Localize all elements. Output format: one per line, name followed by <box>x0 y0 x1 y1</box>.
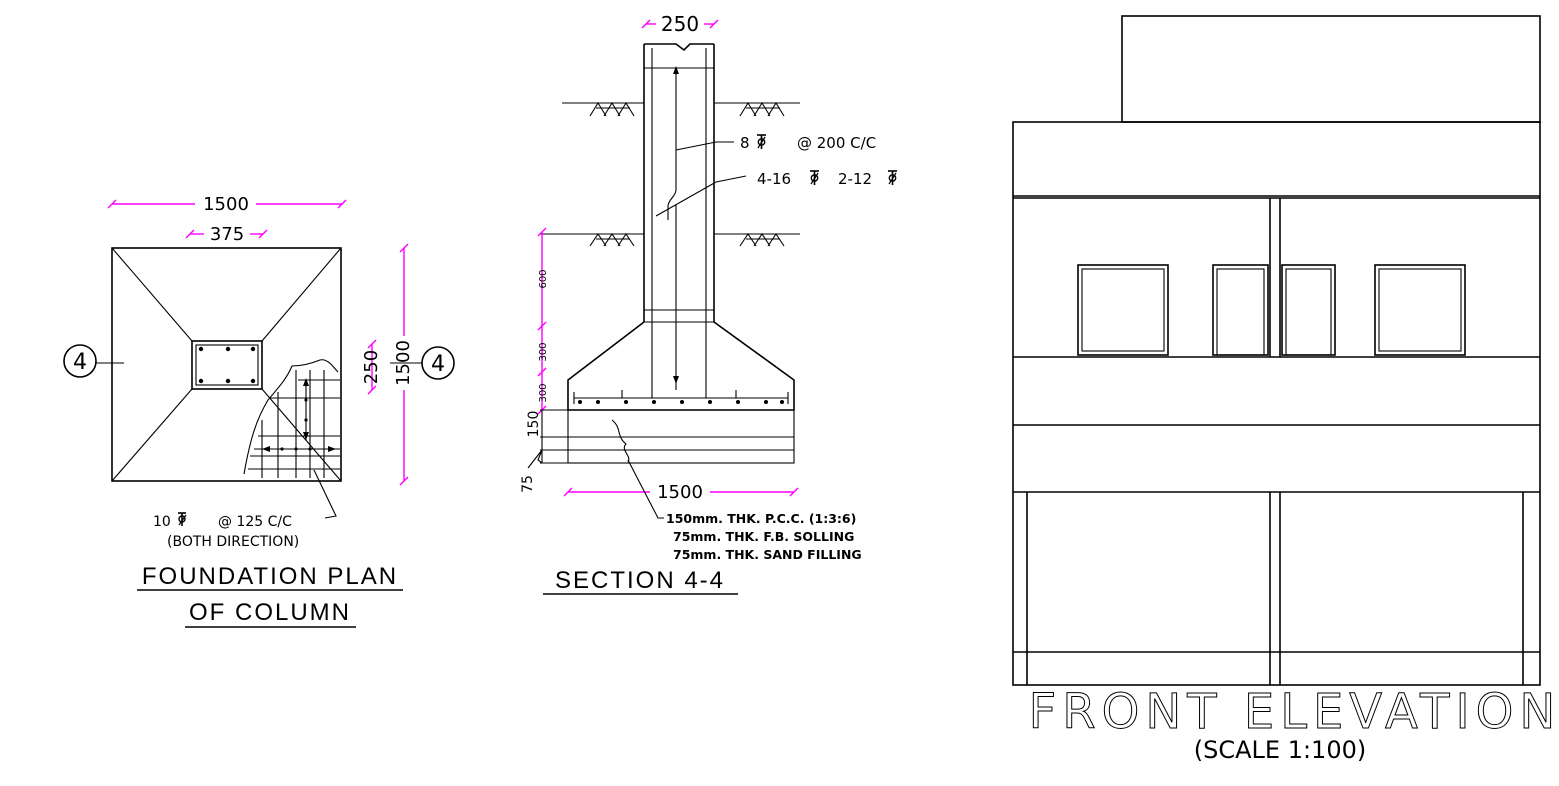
dim-base-1500: 1500 <box>563 482 799 503</box>
footing-section <box>567 321 795 411</box>
diameter-symbol-icon <box>757 134 766 149</box>
building-outline <box>1012 121 1541 686</box>
note-sand: 75mm. THK. SAND FILLING <box>673 547 862 562</box>
rebar-note: 10 @ 125 C/C (BOTH DIRECTION) <box>153 512 299 550</box>
column-bars <box>198 346 256 384</box>
dim-width-1500: 1500 <box>107 194 347 215</box>
column-outline <box>191 340 263 390</box>
diameter-symbol-icon <box>888 170 897 185</box>
dim-column-width: 250 <box>641 12 719 36</box>
ground-level-upper <box>562 101 800 117</box>
window-2 <box>1212 264 1269 356</box>
pcc-leader <box>627 459 664 519</box>
window-1 <box>1077 264 1169 356</box>
main-bars-2-text: 2-12 <box>838 170 872 188</box>
elevation-scale: (SCALE 1:100) <box>1194 736 1366 764</box>
dim-width-text: 1500 <box>203 194 249 215</box>
diameter-symbol-icon <box>178 512 187 526</box>
main-bar-leader <box>655 175 747 217</box>
footing-outline <box>111 247 342 482</box>
section-marker-right-text: 4 <box>431 352 445 377</box>
note-pcc: 150mm. THK. P.C.C. (1:3:6) <box>666 511 856 526</box>
dim-vertical-stack: 600 300 300 <box>537 227 549 415</box>
dim-column-375: 375 <box>185 224 268 245</box>
main-bars-1-text: 4-16 <box>757 170 791 188</box>
note-solling: 75mm. THK. F.B. SOLLING <box>673 529 854 544</box>
section-title: SECTION 4-4 <box>555 567 725 594</box>
roof-structure <box>1121 15 1541 123</box>
foundation-plan-title-line1: FOUNDATION PLAN <box>142 563 398 590</box>
dim-height-1500: 1500 <box>393 243 414 486</box>
section-4-4: 250 <box>520 12 897 595</box>
tie-leader <box>675 141 734 151</box>
dim-base-text: 1500 <box>657 482 703 503</box>
footing-bars <box>578 400 784 404</box>
column-cover <box>195 344 259 386</box>
front-elevation: FRONT ELEVATION (SCALE 1:100) <box>1012 15 1559 764</box>
section-marker-right: 4 <box>390 346 455 380</box>
section-marker-left-text: 4 <box>73 350 87 375</box>
column-break-line <box>644 43 714 52</box>
tie-bar-text: 8 <box>740 134 750 152</box>
dim-300b-text: 300 <box>538 383 549 402</box>
dim-150-75: 150 75 <box>520 409 568 493</box>
dim-column-depth-text: 250 <box>361 350 382 384</box>
dim-75-text: 75 <box>520 475 536 493</box>
foundation-plan: 1500 375 <box>63 194 455 628</box>
ground-level-lower <box>540 233 800 247</box>
tie-spacing-text: @ 200 C/C <box>797 134 876 152</box>
rebar-leader <box>313 469 337 519</box>
rebar-cutout <box>243 359 340 478</box>
break-symbol <box>611 419 630 463</box>
rebar-note-direction: (BOTH DIRECTION) <box>167 534 299 550</box>
foundation-plan-title-line2: OF COLUMN <box>189 599 351 626</box>
diameter-symbol-icon <box>810 170 819 185</box>
elevation-title: FRONT ELEVATION <box>1029 684 1559 740</box>
rebar-note-size: 10 <box>153 514 171 530</box>
dim-column-width-text: 250 <box>661 12 699 36</box>
dim-column-depth: 250 <box>361 339 382 395</box>
section-marker-left: 4 <box>63 344 124 378</box>
window-4 <box>1374 264 1466 356</box>
window-3 <box>1281 264 1336 356</box>
dim-300a-text: 300 <box>538 342 549 361</box>
dim-600-text: 600 <box>538 269 549 288</box>
dim-column-text: 375 <box>210 224 244 245</box>
rebar-note-spacing: @ 125 C/C <box>218 514 292 530</box>
dim-150-text: 150 <box>526 411 542 438</box>
